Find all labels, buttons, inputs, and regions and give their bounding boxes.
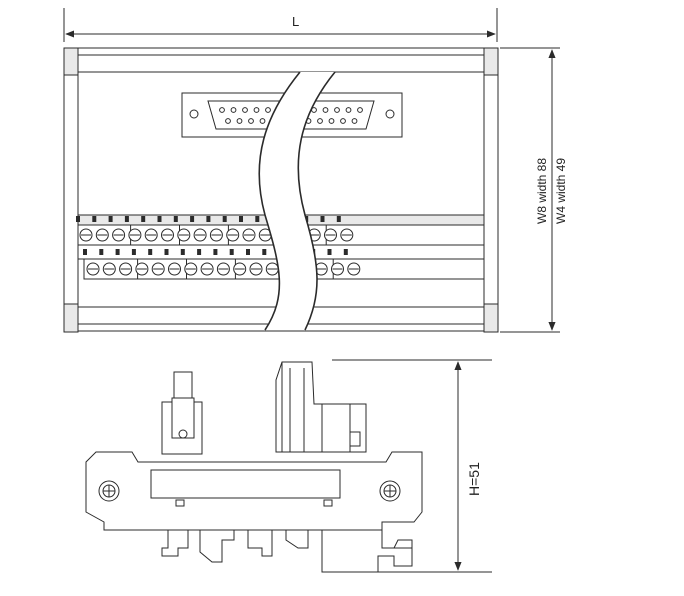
length-dimension: L bbox=[63, 8, 498, 42]
connector-pin bbox=[225, 118, 231, 124]
screw-left bbox=[98, 480, 120, 502]
terminal-tab bbox=[239, 216, 243, 222]
terminal-tab bbox=[246, 249, 250, 255]
base-body bbox=[85, 451, 423, 531]
plug-connector bbox=[161, 371, 203, 455]
connector-pin bbox=[259, 118, 266, 124]
connector-pin bbox=[242, 107, 248, 113]
width-dimension: W8 width 88 W4 width 49 bbox=[500, 47, 568, 333]
connector-pin bbox=[351, 118, 358, 124]
terminal-tab bbox=[83, 249, 87, 255]
terminal-tab bbox=[124, 216, 129, 222]
screw-right bbox=[379, 480, 401, 502]
connector-pin bbox=[236, 118, 243, 124]
terminal-tab bbox=[173, 216, 178, 222]
terminal-tab bbox=[131, 249, 136, 255]
terminal-tab bbox=[108, 216, 113, 222]
terminal-tab bbox=[327, 249, 332, 255]
connector-pin bbox=[317, 118, 323, 124]
terminal-tab bbox=[262, 249, 267, 255]
terminal-tab bbox=[115, 249, 120, 255]
terminal-tab bbox=[141, 216, 146, 222]
side-view: H=51 bbox=[85, 359, 492, 573]
top-view: L W8 width 88 W4 width 49 bbox=[63, 8, 568, 333]
terminal-tab bbox=[255, 216, 260, 222]
connector-pin bbox=[230, 107, 237, 113]
terminal-tab bbox=[222, 216, 227, 222]
terminal-tab bbox=[164, 249, 169, 255]
terminal-tab bbox=[76, 216, 80, 222]
connector-pin bbox=[265, 107, 271, 113]
connector-pin bbox=[334, 107, 340, 113]
width-label-w4: W4 width 49 bbox=[554, 158, 568, 224]
terminal-housing bbox=[275, 361, 367, 453]
terminal-tab bbox=[190, 216, 195, 222]
terminal-tab bbox=[157, 216, 162, 222]
din-rail-frame bbox=[63, 47, 499, 333]
height-label: H=51 bbox=[466, 462, 482, 496]
break-line bbox=[258, 71, 336, 331]
terminal-tab bbox=[92, 216, 97, 222]
connector-pin bbox=[357, 107, 363, 113]
width-label-w8: W8 width 88 bbox=[535, 158, 549, 224]
connector-pin bbox=[340, 118, 346, 124]
connector-pin bbox=[328, 118, 335, 124]
connector-pin bbox=[345, 107, 352, 113]
terminal-tab bbox=[148, 249, 153, 255]
terminal-tab bbox=[229, 249, 234, 255]
terminal-tab bbox=[180, 249, 185, 255]
terminal-tab bbox=[343, 249, 348, 255]
terminal-tab bbox=[99, 249, 104, 255]
terminal-tab bbox=[206, 216, 211, 222]
din-rail-clip bbox=[161, 529, 413, 573]
terminal-tab bbox=[320, 216, 325, 222]
connector-pin bbox=[248, 118, 254, 124]
terminal-tab bbox=[197, 249, 202, 255]
connector-pin bbox=[219, 107, 225, 113]
connector-pin bbox=[253, 107, 260, 113]
connector-pin bbox=[322, 107, 329, 113]
terminal-tab bbox=[336, 216, 341, 222]
length-label: L bbox=[292, 14, 299, 29]
terminal-tab bbox=[213, 249, 218, 255]
